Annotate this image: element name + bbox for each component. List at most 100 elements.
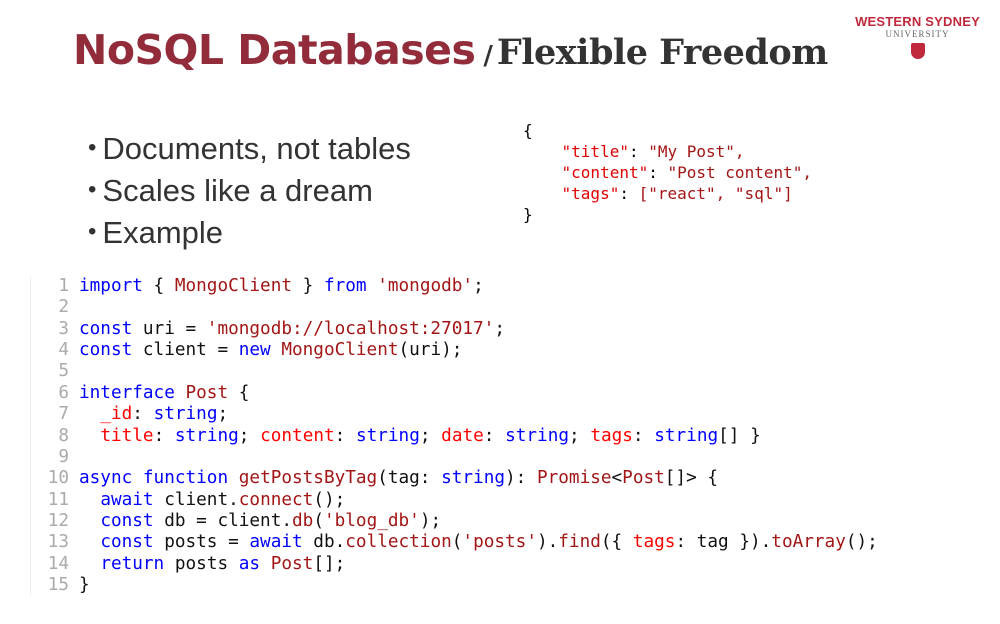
- code-line: 8 title: string; content: string; date: …: [31, 426, 878, 447]
- code-token: [260, 554, 271, 574]
- code-token: getPostsByTag: [238, 468, 378, 489]
- code-token: find: [558, 532, 601, 553]
- code-token: tags: [590, 425, 633, 446]
- code-token: (: [313, 510, 324, 531]
- code-token: ();: [845, 532, 878, 553]
- code-token: return: [100, 553, 165, 574]
- code-token: const: [100, 532, 154, 553]
- logo-line1: WESTERN SYDNEY: [855, 14, 980, 29]
- code-token: string: [654, 425, 719, 446]
- code-token: tags: [632, 532, 676, 553]
- code-token: :: [153, 425, 175, 446]
- code-token: [79, 426, 100, 446]
- shield-icon: [910, 43, 925, 59]
- code-line: 7 _id: string;: [31, 404, 878, 425]
- code-token: MongoClient: [281, 340, 399, 361]
- line-number: 11: [47, 489, 69, 510]
- code-token: client.: [153, 489, 239, 510]
- code-token: [132, 468, 143, 488]
- code-token: string: [505, 425, 569, 446]
- code-token: [175, 383, 186, 403]
- code-token: string: [441, 468, 506, 489]
- bullet-text: Documents, not tables: [102, 131, 411, 166]
- json-key: "content": [561, 163, 649, 182]
- code-token: ;: [494, 318, 505, 339]
- code-token: db.: [302, 532, 346, 553]
- bullet-item: •Documents, not tables: [88, 131, 411, 166]
- code-token: import: [79, 276, 143, 296]
- code-token: Post: [270, 553, 314, 574]
- json-value: "Post content",: [667, 163, 813, 182]
- code-line: 13 const posts = await db.collection('po…: [31, 532, 878, 553]
- code-token: from: [323, 276, 367, 296]
- json-close: }: [523, 205, 533, 224]
- code-token: db = client.: [153, 510, 292, 531]
- code-token: ({: [600, 532, 633, 553]
- code-token: collection: [345, 532, 452, 553]
- code-token: [79, 554, 100, 574]
- line-number: 14: [47, 553, 69, 574]
- code-token: }: [79, 575, 90, 596]
- code-token: {: [142, 276, 175, 296]
- code-token: connect: [238, 489, 314, 510]
- code-token: MongoClient: [174, 276, 292, 296]
- code-token: string: [355, 425, 420, 446]
- code-token: [79, 404, 100, 424]
- line-number: 1: [58, 276, 69, 296]
- code-line: 9: [31, 447, 878, 468]
- code-token: );: [419, 510, 442, 531]
- code-line: 2: [31, 297, 878, 318]
- code-token: [271, 340, 282, 360]
- code-token: posts: [164, 553, 239, 574]
- code-token: string: [174, 425, 239, 446]
- code-token: uri =: [132, 318, 207, 339]
- line-number: 7: [58, 404, 69, 425]
- code-line: 14 return posts as Post[];: [31, 554, 878, 575]
- bullet-list: •Documents, not tables •Scales like a dr…: [88, 128, 411, 254]
- code-token: toArray: [771, 532, 846, 553]
- code-token: (uri);: [398, 340, 463, 361]
- code-token: const: [79, 318, 133, 339]
- code-token: ).: [536, 532, 559, 553]
- code-token: }: [292, 276, 324, 296]
- code-token: :: [334, 425, 356, 446]
- line-number: 3: [58, 318, 69, 339]
- code-token: new: [238, 340, 271, 361]
- code-line: 15}: [31, 575, 878, 596]
- bullet-item: •Scales like a dream: [88, 173, 373, 208]
- code-token: :: [483, 425, 506, 446]
- code-token: [367, 276, 378, 296]
- code-token: 'blog_db': [323, 510, 420, 531]
- code-token: date: [441, 425, 484, 446]
- code-token: as: [238, 553, 261, 574]
- code-token: const: [100, 510, 154, 531]
- code-token: [79, 511, 100, 531]
- title-main: NoSQL Databases: [73, 26, 476, 74]
- code-token: :: [632, 425, 655, 446]
- json-value: ["react", "sql"]: [638, 184, 793, 203]
- code-token: (: [451, 532, 463, 553]
- code-token: Post: [622, 468, 665, 489]
- code-token: ;: [238, 425, 261, 446]
- code-token: ;: [569, 425, 591, 446]
- line-number: 2: [58, 297, 69, 318]
- json-key: "title": [561, 142, 629, 161]
- code-token: function: [142, 468, 229, 489]
- code-token: content: [260, 425, 335, 446]
- code-token: Post: [185, 382, 229, 403]
- code-token: ;: [419, 425, 442, 446]
- code-token: posts =: [153, 532, 250, 553]
- code-token: ):: [505, 468, 537, 489]
- code-line: 12 const db = client.db('blog_db');: [31, 511, 878, 532]
- logo-line2: UNIVERSITY: [885, 29, 950, 39]
- bullet-item: •Example: [88, 215, 224, 250]
- code-token: :: [132, 404, 154, 425]
- code-token: const: [79, 340, 133, 361]
- code-token: ();: [313, 489, 346, 510]
- code-token: interface: [79, 382, 175, 403]
